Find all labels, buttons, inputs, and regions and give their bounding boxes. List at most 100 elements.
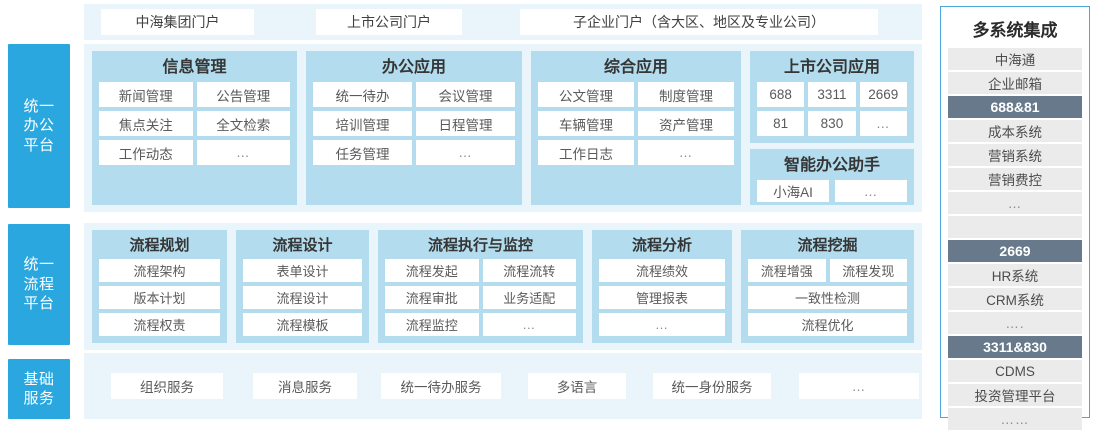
tile-xiaohai-ai[interactable]: 小海AI [757,180,829,203]
integration-row-cdms[interactable]: CDMS [948,360,1082,382]
tile-more-information-management[interactable]: … [196,140,290,165]
band-label-process-platform: 统一 流程 平台 [8,224,70,345]
service-unified-identity[interactable]: 统一身份服务 [653,373,771,399]
tile-process-responsibility[interactable]: 流程权责 [99,312,220,336]
card-title-process-mining: 流程挖掘 [797,237,858,254]
tiles-process-design: 表单设计 流程设计 流程模板 [243,258,362,336]
architecture-main: 统一 办公 平台 中海集团门户 上市公司门户 子企业门户（含大区、地区及专业公司… [0,4,930,427]
tiles-office-applications: 统一待办 会议管理 培训管理 日程管理 任务管理 … [313,82,515,198]
integration-group-688-81[interactable]: 688&81 [948,96,1082,118]
tile-process-template[interactable]: 流程模板 [243,312,362,336]
tile-policy-management[interactable]: 制度管理 [638,82,734,107]
card-title-process-analysis: 流程分析 [631,237,692,254]
tile-more-comprehensive-applications[interactable]: … [638,140,734,165]
tile-announcement-management[interactable]: 公告管理 [196,82,290,107]
tile-more-office-applications[interactable]: … [416,140,515,165]
tile-company-830[interactable]: 830 [808,111,856,136]
service-multilingual[interactable]: 多语言 [528,373,626,399]
tile-asset-management[interactable]: 资产管理 [638,111,734,136]
office-cards-row: 信息管理 新闻管理 公告管理 焦点关注 全文检索 工作动态 … 办公应用 [84,43,922,212]
card-title-comprehensive-applications: 综合应用 [603,58,668,76]
tile-work-log[interactable]: 工作日志 [538,140,634,165]
tile-company-3311[interactable]: 3311 [808,82,856,107]
service-unified-todo[interactable]: 统一待办服务 [381,373,501,399]
band-basic-services: 基础 服务 组织服务 消息服务 统一待办服务 多语言 统一身份服务 … [0,353,930,427]
tile-full-text-search[interactable]: 全文检索 [196,111,290,136]
tile-company-2669[interactable]: 2669 [859,82,907,107]
integration-row-cost-system[interactable]: 成本系统 [948,120,1082,142]
tile-process-performance[interactable]: 流程绩效 [599,258,725,282]
integration-group-2669[interactable]: 2669 [948,240,1082,262]
service-message[interactable]: 消息服务 [253,373,357,399]
band-label-office-platform: 统一 办公 平台 [8,44,70,208]
integration-group-3311-830[interactable]: 3311&830 [948,336,1082,358]
office-right-column: 上市公司应用 688 3311 2669 81 830 … 智能办 [750,50,914,205]
card-title-process-planning: 流程规划 [129,237,190,254]
tile-training-management[interactable]: 培训管理 [313,111,412,136]
portal-listed-company-site[interactable]: 上市公司门户 [316,8,462,35]
tile-process-initiation[interactable]: 流程发起 [385,258,479,282]
tile-management-report[interactable]: 管理报表 [599,285,725,309]
integration-row-hr-system[interactable]: HR系统 [948,264,1082,286]
card-process-execution-monitoring: 流程执行与监控 流程发起 流程流转 流程审批 业务适配 流程监控 … [378,230,583,343]
card-smart-office-assistant: 智能办公助手 小海AI … [750,149,914,205]
tile-process-enhancement[interactable]: 流程增强 [748,258,826,282]
integration-row-more-2[interactable]: …. [948,312,1082,334]
tile-form-design[interactable]: 表单设计 [243,258,362,282]
card-information-management: 信息管理 新闻管理 公告管理 焦点关注 全文检索 工作动态 … [92,50,297,205]
tile-task-management[interactable]: 任务管理 [313,140,412,165]
tiles-smart-office-assistant: 小海AI … [757,180,907,203]
tile-process-routing[interactable]: 流程流转 [482,258,576,282]
integration-row-enterprise-mail[interactable]: 企业邮箱 [948,72,1082,94]
basic-label-line-1: 基础 [23,370,55,388]
tile-unified-todo[interactable]: 统一待办 [313,82,412,107]
card-comprehensive-applications: 综合应用 公文管理 制度管理 车辆管理 资产管理 工作日志 … [531,50,741,205]
service-more[interactable]: … [799,373,919,399]
basic-band-body: 组织服务 消息服务 统一待办服务 多语言 统一身份服务 … [76,353,930,427]
process-label-line-2: 流程 [23,275,55,293]
tile-more-listed-companies[interactable]: … [859,111,907,136]
card-title-process-design: 流程设计 [272,237,333,254]
portal-subsidiary-site[interactable]: 子企业门户（含大区、地区及专业公司） [520,8,878,35]
tile-conformance-checking[interactable]: 一致性检测 [748,285,907,309]
card-process-mining: 流程挖掘 流程增强 流程发现 一致性检测 流程优化 [741,230,914,343]
integration-row-zhonghaitong[interactable]: 中海通 [948,48,1082,70]
tile-document-management[interactable]: 公文管理 [538,82,634,107]
tile-news-management[interactable]: 新闻管理 [99,82,193,107]
card-title-listed-company-applications: 上市公司应用 [783,58,880,76]
tile-process-optimization[interactable]: 流程优化 [748,312,907,336]
card-listed-company-applications: 上市公司应用 688 3311 2669 81 830 … [750,50,914,143]
tile-schedule-management[interactable]: 日程管理 [416,111,515,136]
tile-more-smart-assistant[interactable]: … [835,180,907,203]
tiles-process-planning: 流程架构 版本计划 流程权责 [99,258,220,336]
tile-meeting-management[interactable]: 会议管理 [416,82,515,107]
tile-company-81[interactable]: 81 [757,111,805,136]
tile-vehicle-management[interactable]: 车辆管理 [538,111,634,136]
tile-process-approval[interactable]: 流程审批 [385,285,479,309]
tile-more-process-analysis[interactable]: … [599,312,725,336]
office-label-line-1: 统一 [23,97,55,115]
tile-process-architecture[interactable]: 流程架构 [99,258,220,282]
tile-work-updates[interactable]: 工作动态 [99,140,193,165]
tile-focus-topics[interactable]: 焦点关注 [99,111,193,136]
tile-more-process-execution[interactable]: … [482,312,576,336]
integration-row-more-3[interactable]: …… [948,408,1082,430]
band-label-basic-services: 基础 服务 [8,359,70,419]
integration-row-crm-system[interactable]: CRM系统 [948,288,1082,310]
tile-process-discovery[interactable]: 流程发现 [829,258,907,282]
integration-row-investment-platform[interactable]: 投资管理平台 [948,384,1082,406]
process-label-line-3: 平台 [23,295,55,313]
tiles-comprehensive-applications: 公文管理 制度管理 车辆管理 资产管理 工作日志 … [538,82,734,198]
tile-version-plan[interactable]: 版本计划 [99,285,220,309]
integration-row-marketing-cost-control[interactable]: 营销费控 [948,168,1082,190]
tile-process-design[interactable]: 流程设计 [243,285,362,309]
portal-group-site[interactable]: 中海集团门户 [101,8,254,35]
tile-company-688[interactable]: 688 [757,82,805,107]
integration-row-more-1[interactable]: … [948,192,1082,214]
integration-row-marketing-system[interactable]: 营销系统 [948,144,1082,166]
service-organization[interactable]: 组织服务 [111,373,223,399]
tile-process-monitoring[interactable]: 流程监控 [385,312,479,336]
card-process-analysis: 流程分析 流程绩效 管理报表 … [592,230,732,343]
tile-business-adaptation[interactable]: 业务适配 [482,285,576,309]
process-cards-row: 流程规划 流程架构 版本计划 流程权责 流程设计 表单设计 流程设计 流程模板 [84,223,922,350]
